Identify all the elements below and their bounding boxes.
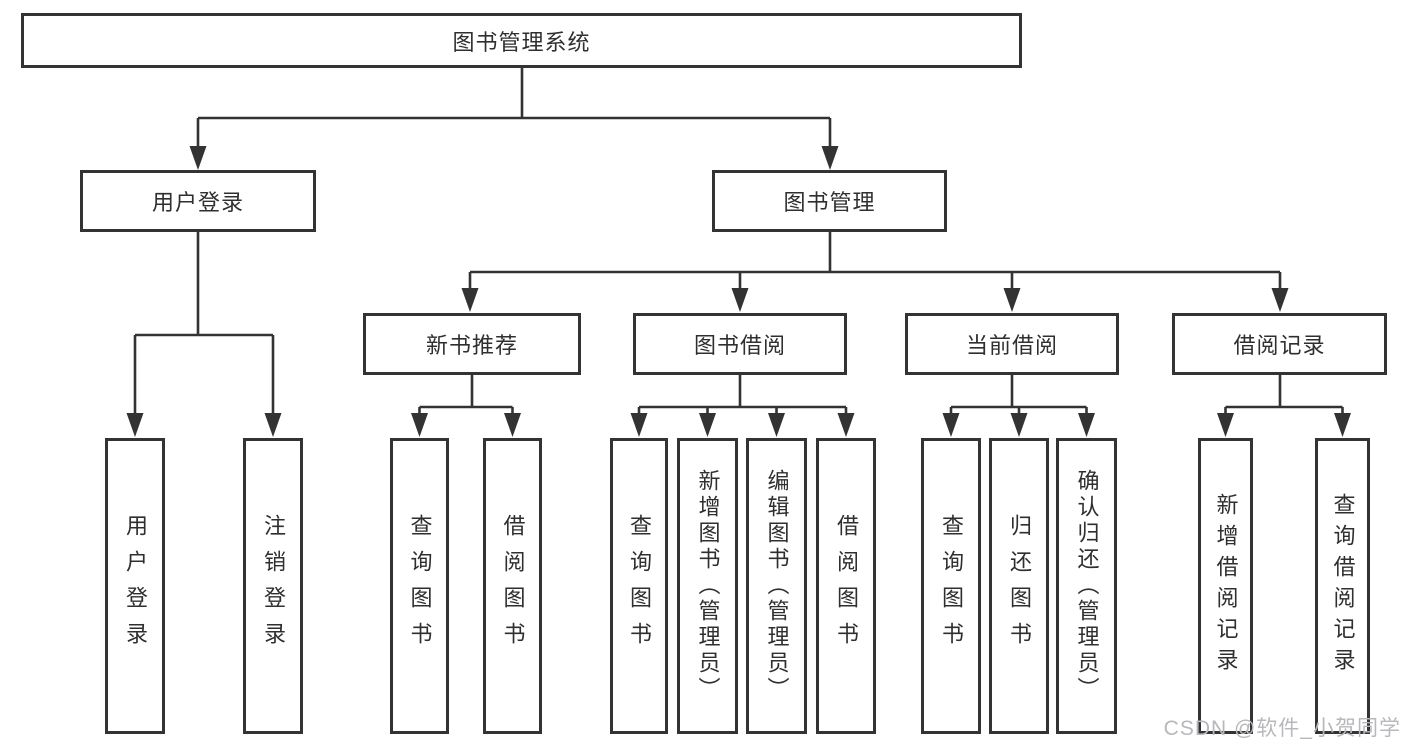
leaf-confirm-return-admin: 确认归还（管理员）	[1056, 438, 1117, 734]
node-label: 图书借阅	[693, 333, 786, 358]
node-root-library-system: 图书管理系统	[21, 13, 1022, 68]
node-label: 图书管理	[783, 190, 876, 215]
node-label: 借阅图书	[500, 514, 526, 658]
node-book-borrowing: 图书借阅	[633, 313, 847, 375]
leaf-add-borrow-record: 新增借阅记录	[1198, 438, 1253, 734]
csdn-watermark: CSDN @软件_小贺同学	[1163, 717, 1401, 740]
node-label: 编辑图书（管理员）	[764, 469, 790, 703]
leaf-return-books: 归还图书	[989, 438, 1049, 734]
node-new-book-recommend: 新书推荐	[363, 313, 581, 375]
node-label: 新书推荐	[425, 333, 518, 358]
node-label: 图书管理系统	[452, 29, 591, 55]
node-label: 查询借阅记录	[1330, 493, 1356, 679]
node-label: 用户登录	[123, 514, 148, 658]
node-user-login: 用户登录	[80, 170, 316, 232]
leaf-query-books-recommend: 查询图书	[390, 438, 449, 734]
node-label: 归还图书	[1007, 514, 1032, 658]
node-label: 查询图书	[407, 514, 433, 658]
leaf-borrow-books-borrowing: 借阅图书	[816, 438, 876, 734]
leaf-edit-books-admin: 编辑图书（管理员）	[746, 438, 807, 734]
node-label: 查询图书	[627, 514, 652, 658]
node-label: 确认归还（管理员）	[1074, 469, 1100, 703]
leaf-add-books-admin: 新增图书（管理员）	[677, 438, 738, 734]
leaf-query-books-current: 查询图书	[921, 438, 981, 734]
node-label: 新增图书（管理员）	[695, 469, 721, 703]
node-label: 新增借阅记录	[1213, 493, 1239, 679]
node-label: 用户登录	[151, 190, 244, 215]
node-book-management: 图书管理	[712, 170, 947, 232]
node-label: 当前借阅	[965, 333, 1058, 358]
node-label: 借阅图书	[834, 514, 859, 658]
leaf-borrow-books-recommend: 借阅图书	[483, 438, 542, 734]
leaf-query-books-borrowing: 查询图书	[610, 438, 668, 734]
node-label: 查询图书	[939, 514, 964, 658]
node-label: 借阅记录	[1233, 333, 1326, 358]
node-borrowing-records: 借阅记录	[1172, 313, 1387, 375]
node-current-borrowing: 当前借阅	[905, 313, 1119, 375]
leaf-logout-login: 注销登录	[243, 438, 303, 734]
node-label: 注销登录	[261, 514, 286, 658]
leaf-user-login: 用户登录	[105, 438, 165, 734]
leaf-query-borrow-record: 查询借阅记录	[1315, 438, 1370, 734]
